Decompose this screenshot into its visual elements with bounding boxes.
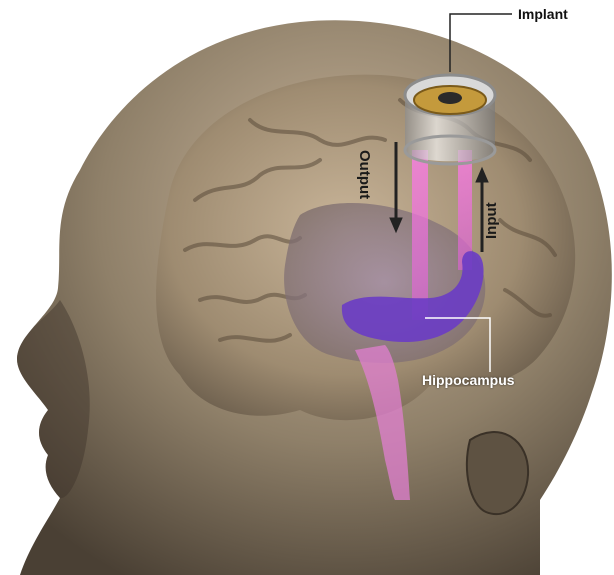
input-label: Input (484, 202, 500, 239)
hippocampus-label: Hippocampus (422, 372, 515, 388)
ear (467, 432, 528, 514)
implant-label: Implant (518, 6, 568, 22)
output-label: Output (356, 150, 372, 199)
implant (405, 75, 495, 164)
output-signal-beam (412, 150, 428, 320)
